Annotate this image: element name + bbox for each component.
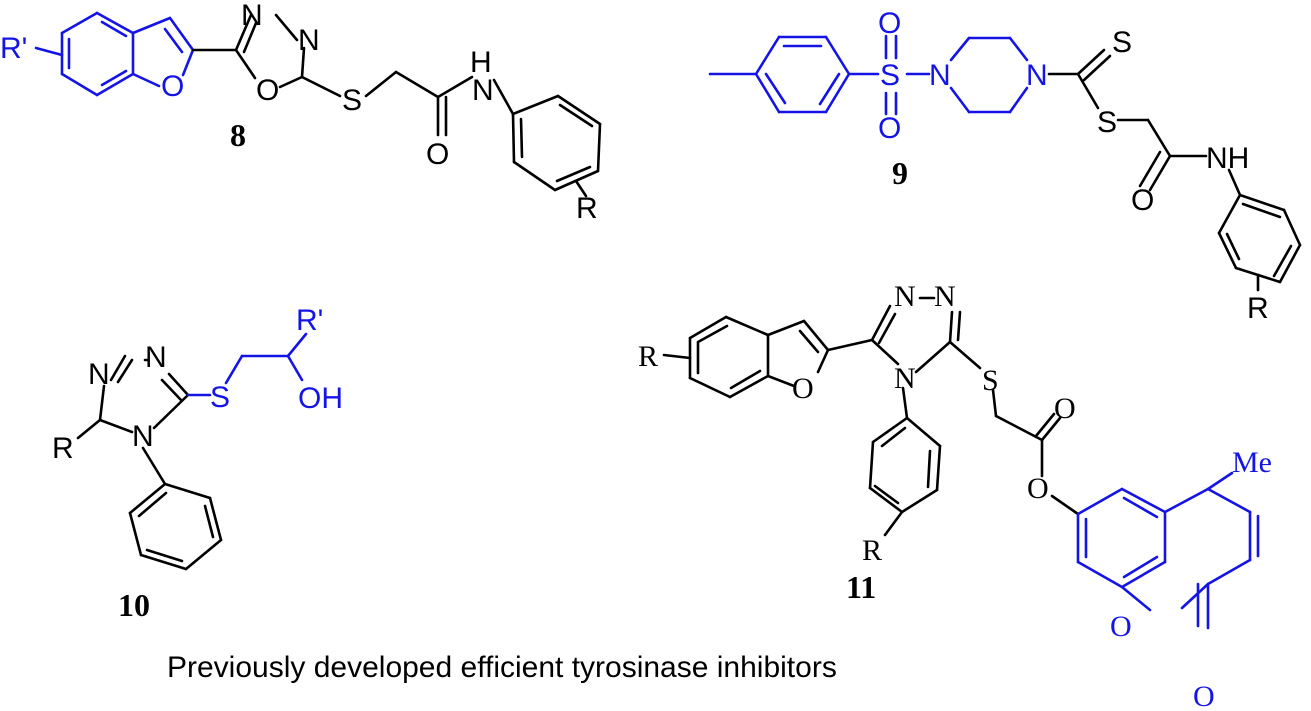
c8-carbonyl-o-label: O [426,138,449,171]
compound-10: N N R N S R' OH 10 [52,304,343,623]
compound-11: R O N N N S O O R [638,280,1272,711]
c10-r-label: R [52,432,74,465]
c9-compound-number: 9 [892,155,908,191]
c10-s-label: S [210,381,230,414]
c11-lactone-o-label: O [1193,680,1215,711]
c10-r-prime-label: R' [296,304,323,337]
compound-8: R' O [0,0,602,225]
c9-dithiocarbamate-chain [1047,48,1302,292]
c9-sulfonyl-o-bottom-label: O [878,112,901,145]
c10-oh-label: OH [298,382,343,415]
c8-benzene-ring [34,11,195,97]
c11-r-label: R [638,340,658,373]
c11-n2-label: N [934,280,956,313]
c10-n2-label: N [145,341,167,374]
c9-thione-s-label: S [1112,26,1132,59]
c8-oxadiazole-o-label: O [256,74,279,107]
c11-compound-number: 11 [846,569,876,605]
c9-r-label: R [1247,292,1269,325]
c8-r-label: R [576,192,598,225]
c8-n2-label: N [298,24,320,57]
c11-n4-label: N [894,362,916,395]
c9-sulfonyl-o-top-label: O [878,7,901,40]
c8-amide-n-label: N [472,74,494,107]
c11-coumarin [1076,471,1260,630]
figure-caption: Previously developed efficient tyrosinas… [167,651,837,684]
c10-n1-label: N [88,358,110,391]
c11-furan-o-label: O [792,372,814,405]
c9-sulfonyl-s-label: S [880,59,900,92]
c9-nh-label: NH [1206,142,1249,175]
c10-n4-label: N [132,420,154,453]
c9-piperazine-n2-label: N [1026,59,1048,92]
c9-carbonyl-o-label: O [1131,184,1154,217]
c8-compound-number: 8 [230,117,246,153]
c8-furan-o-label: O [161,70,184,103]
c11-carbonyl-o-label: O [1054,392,1076,425]
c11-methyl-label: Me [1232,446,1272,479]
c9-tosyl-piperazine [708,34,1029,116]
c11-ring-o-label: O [1110,610,1132,643]
c10-compound-number: 10 [118,587,150,623]
compound-9: O S O N N S S [708,7,1302,325]
c9-piperazine-n1-label: N [929,59,951,92]
c8-s-label: S [342,84,362,117]
c8-oxadiazole-chain [191,13,602,198]
c9-thio-s-label: S [1097,106,1117,139]
c11-ester-o-label: O [1027,472,1049,505]
c8-r-prime-label: R' [0,32,27,65]
c10-triazole-phenyl [76,354,223,571]
c11-para-r-label: R [862,534,882,567]
c11-s-label: S [982,364,999,397]
c8-n1-label: N [241,0,263,32]
c11-n1-label: N [894,280,916,313]
c11-benzofuran-triazole [662,296,1080,537]
c8-h-label: H [470,46,492,79]
c10-hydroxy-chain [186,332,308,397]
